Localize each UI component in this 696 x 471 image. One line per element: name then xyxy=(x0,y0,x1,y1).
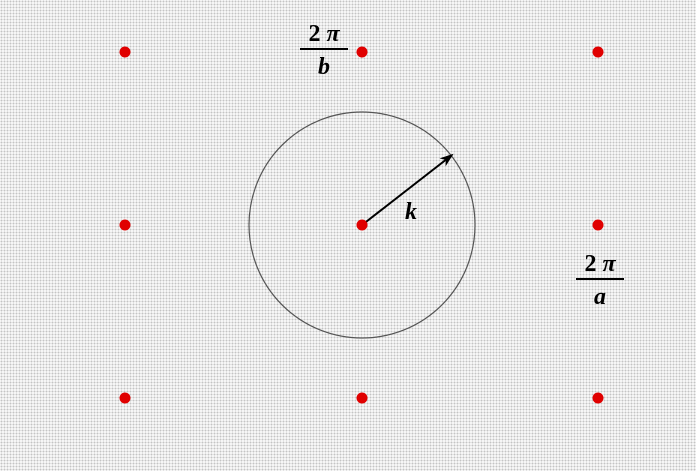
lattice-point xyxy=(119,219,131,231)
a-spacing-numerator: 2 π xyxy=(581,252,618,278)
a-spacing-number: 2 xyxy=(584,251,597,277)
b-spacing-fraction-bar xyxy=(300,48,348,50)
b-spacing-denominator: b xyxy=(318,53,330,80)
a-spacing-label: 2 π a xyxy=(576,252,624,309)
b-spacing-label: 2 π b xyxy=(300,22,348,79)
b-spacing-numerator: 2 π xyxy=(305,22,342,48)
lattice-point xyxy=(356,46,368,58)
lattice-point xyxy=(356,392,368,404)
k-vector-label: k xyxy=(405,199,417,225)
b-spacing-number: 2 xyxy=(308,21,321,47)
lattice-point xyxy=(592,46,604,58)
lattice-point xyxy=(592,219,604,231)
b-spacing-pi-symbol: π xyxy=(326,21,340,47)
lattice-point xyxy=(592,392,604,404)
a-spacing-denominator: a xyxy=(594,283,606,310)
a-spacing-fraction-bar xyxy=(576,278,624,280)
lattice-point xyxy=(119,46,131,58)
lattice-points-group xyxy=(119,46,604,404)
lattice-point xyxy=(356,219,368,231)
k-vector-arrow xyxy=(361,153,454,226)
a-spacing-pi-symbol: π xyxy=(602,251,616,277)
lattice-point xyxy=(119,392,131,404)
fermi-circle xyxy=(248,111,476,339)
